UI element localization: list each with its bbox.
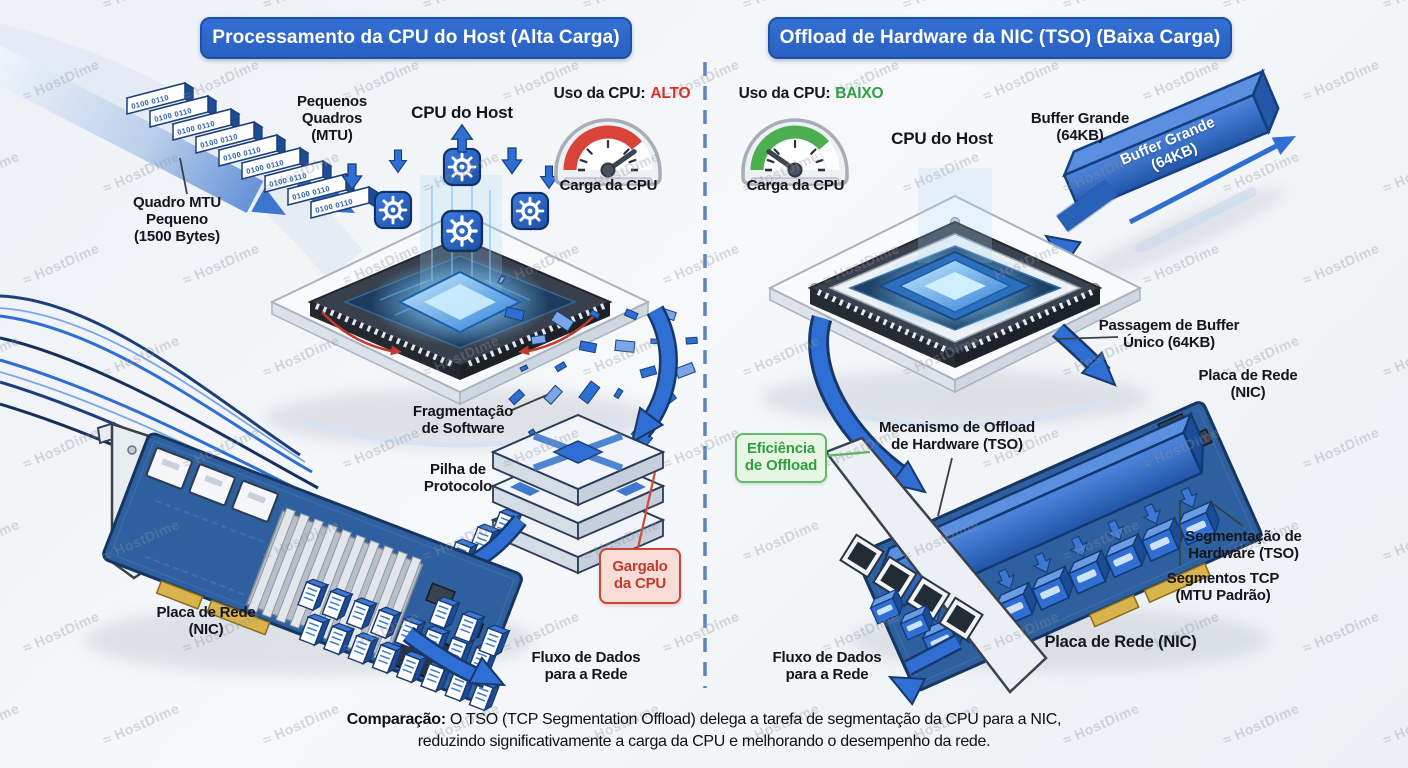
protocol-stack-icon (446, 413, 666, 575)
cpu-gauge-low-icon (741, 118, 849, 184)
single-buffer-pass-label: Passagem de Buffer Único (64KB) (1098, 317, 1240, 352)
comparison-note: Comparação: O TSO (TCP Segmentation Offl… (324, 709, 1084, 753)
hardware-segmentation-label: Segmentação de Hardware (TSO) (1185, 528, 1302, 563)
cpu-usage-high-value: ALTO (650, 85, 691, 102)
host-cpu-left-icon (269, 175, 651, 448)
left-banner: Processamento da CPU do Host (Alta Carga… (200, 17, 632, 59)
comparison-lead: Comparação: (346, 711, 446, 728)
nic-label-right-bottom: Placa de Rede (NIC) (1044, 633, 1197, 651)
nic-card-right-icon (823, 401, 1263, 706)
right-banner: Offload de Hardware da NIC (TSO) (Baixa … (768, 17, 1232, 59)
right-banner-title: Offload de Hardware da NIC (TSO) (Baixa … (779, 27, 1221, 48)
gauge-label-left: Carga da CPU (559, 177, 658, 194)
left-banner-title: Processamento da CPU do Host (Alta Carga… (212, 27, 620, 48)
host-cpu-left-label: CPU do Host (411, 103, 513, 122)
tcp-segments-label: Segmentos TCP (MTU Padrão) (1166, 570, 1280, 605)
cpu-usage-low: Uso da CPU:BAIXO (738, 85, 884, 102)
data-flow-label-left: Fluxo de Dados para a Rede (531, 649, 641, 684)
hardware-offload-mechanism-label: Mecanismo de Offload de Hardware (TSO) (878, 419, 1036, 454)
comparison-body: O TSO (TCP Segmentation Offload) delega … (417, 711, 1062, 751)
nic-card-left-icon (96, 421, 523, 713)
leader-lines (937, 336, 1244, 566)
data-flow-label-right: Fluxo de Dados para a Rede (772, 649, 882, 684)
cpu-usage-high: Uso da CPU:ALTO (553, 85, 691, 102)
host-cpu-right-icon (767, 168, 1143, 429)
software-fragmentation-label: Fragmentação de Software (412, 403, 514, 438)
protocol-stack-label: Pilha de Protocolo (423, 461, 493, 496)
large-buffer-icon (1037, 68, 1301, 267)
cpu-gauge-high-icon (554, 118, 662, 184)
nic-label-right-top: Placa de Rede (NIC) (1198, 367, 1298, 402)
large-buffer-label: Buffer Grande (64KB) (1030, 110, 1130, 145)
right-panel-illustration (511, 68, 1301, 706)
cpu-bottleneck-badge: Gargalo da CPU (599, 548, 681, 604)
nic-label-left: Placa de Rede (NIC) (156, 604, 256, 639)
gauge-label-right: Carga da CPU (746, 177, 845, 194)
mtu-frame-label: Quadro MTU Pequeno (1500 Bytes) (133, 194, 221, 246)
small-frames-label: Pequenos Quadros (MTU) (296, 93, 368, 145)
offload-efficiency-badge: Eficiência de Offload (735, 433, 827, 483)
host-cpu-right-label: CPU do Host (891, 129, 993, 148)
cpu-usage-low-value: BAIXO (835, 85, 884, 102)
left-panel-illustration (0, 23, 698, 713)
